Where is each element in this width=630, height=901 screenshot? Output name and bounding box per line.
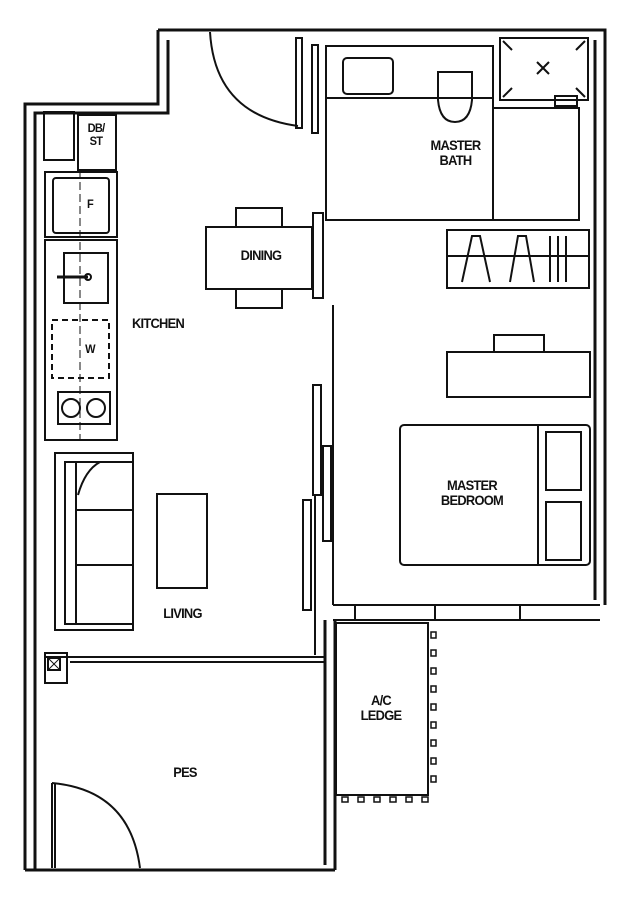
pes-area bbox=[51, 782, 141, 869]
label-pes: PES bbox=[173, 764, 197, 780]
label-ac-ledge: A/C LEDGE bbox=[360, 692, 402, 723]
wardrobe bbox=[446, 229, 590, 289]
partition-walls bbox=[44, 305, 600, 684]
label-master-bedroom: MASTER BEDROOM bbox=[440, 477, 504, 508]
label-dining: DINING bbox=[240, 247, 282, 263]
label-kitchen: KITCHEN bbox=[131, 315, 185, 331]
label-living: LIVING bbox=[163, 605, 202, 621]
label-master-bath: MASTER BATH bbox=[430, 137, 482, 168]
bedroom-furniture bbox=[399, 334, 591, 566]
kitchen-counter bbox=[43, 111, 118, 441]
toilet-icon bbox=[437, 71, 473, 124]
label-washer: W bbox=[85, 342, 95, 356]
label-fridge: F bbox=[86, 197, 94, 211]
entrance-door bbox=[209, 31, 319, 134]
master-bath-walls bbox=[325, 37, 589, 221]
label-db-st: DB/ ST bbox=[87, 121, 106, 148]
dining-table bbox=[205, 207, 324, 309]
living-furniture bbox=[54, 452, 208, 631]
outer-walls bbox=[23, 28, 607, 872]
ac-ledge bbox=[335, 622, 437, 803]
